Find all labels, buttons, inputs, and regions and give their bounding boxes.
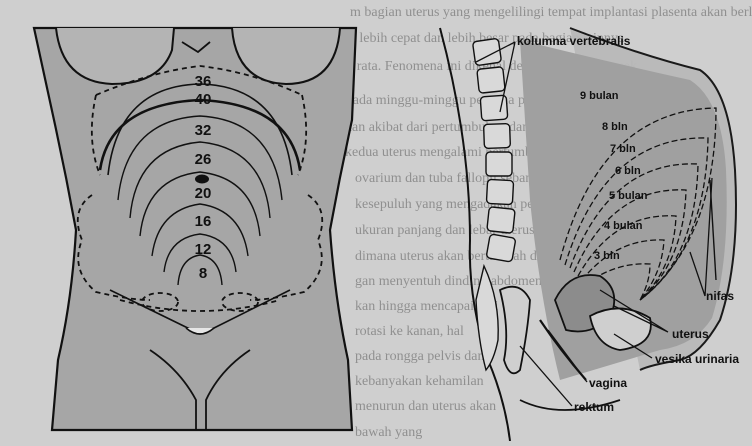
fundal-height-36: 36 xyxy=(195,73,212,90)
label-rektum: rektum xyxy=(574,400,614,414)
label-kolumna-vertebralis: kolumna vertebralis xyxy=(517,34,631,48)
fundal-height-16: 16 xyxy=(195,213,212,230)
front-view-torso: 36 40 32 26 20 16 12 8 xyxy=(34,28,356,430)
label-vesika-urinaria: vesika urinaria xyxy=(655,352,739,366)
rektum-shape xyxy=(500,287,530,374)
month-label-3: 3 bln xyxy=(594,250,620,262)
month-label-7: 7 bln xyxy=(610,143,636,155)
bg-text-line: pada rongga pelvis dan xyxy=(355,349,484,364)
bg-text-line: dimana uterus akan bertambah dan xyxy=(355,249,550,264)
bg-text-line: m bagian uterus yang mengelilingi tempat… xyxy=(350,5,752,20)
label-vagina: vagina xyxy=(589,376,627,390)
month-label-8: 8 bln xyxy=(602,121,628,133)
bg-text-line: menurun dan uterus akan xyxy=(355,399,496,414)
fundal-height-40: 40 xyxy=(195,91,212,108)
umbilicus xyxy=(195,175,209,184)
month-label-9: 9 bulan xyxy=(580,90,619,102)
fundal-height-32: 32 xyxy=(195,122,212,139)
fundal-height-20: 20 xyxy=(195,185,212,202)
fundal-height-8: 8 xyxy=(199,265,207,282)
month-label-4: 4 bulan xyxy=(604,220,643,232)
bg-text-line: kebanyakan kehamilan xyxy=(355,374,484,389)
label-uterus: uterus xyxy=(672,327,709,341)
month-label-6: 6 bln xyxy=(615,165,641,177)
fundal-height-26: 26 xyxy=(195,151,212,168)
month-label-5: 5 bulan xyxy=(609,190,648,202)
label-nifas: nifas xyxy=(706,289,734,303)
bg-text-line: rotasi ke kanan, hal xyxy=(355,324,464,339)
bg-text-line: bawah yang xyxy=(355,425,422,440)
fundal-height-12: 12 xyxy=(195,241,212,258)
